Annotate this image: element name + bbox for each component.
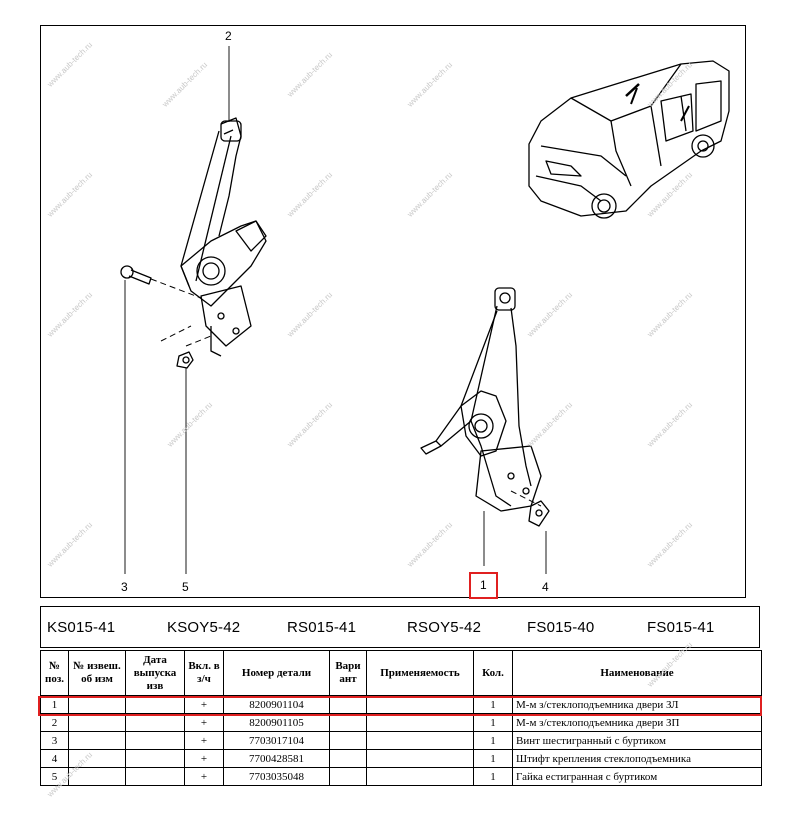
cell-name: Штифт крепления стеклоподъемника xyxy=(512,749,762,768)
cell-pos: 2 xyxy=(40,713,69,732)
cell-variant xyxy=(329,749,367,768)
callout-5[interactable]: 5 xyxy=(182,580,189,594)
table-row[interactable]: 2 + 8200901105 1 М-м з/стеклоподъемника … xyxy=(40,713,762,732)
callout-1[interactable]: 1 xyxy=(480,578,487,592)
cell-incl: + xyxy=(184,713,224,732)
cell-part-no: 7703035048 xyxy=(223,767,330,786)
cell-date xyxy=(125,749,185,768)
cell-part-no: 7700428581 xyxy=(223,749,330,768)
parts-table: № поз. № извеш. об изм Дата выпуска изв … xyxy=(40,650,762,786)
model-codes-bar: KS015-41 KSOY5-42 RS015-41 RSOY5-42 FS01… xyxy=(40,606,760,648)
header-name: Наименование xyxy=(512,650,762,696)
cell-variant xyxy=(329,731,367,750)
header-incl: Вкл. в з/ч xyxy=(184,650,224,696)
exploded-view-drawing xyxy=(120,46,730,574)
window-regulator-left xyxy=(180,117,267,357)
cell-part-no: 7703017104 xyxy=(223,731,330,750)
header-qty: Кол. xyxy=(473,650,513,696)
cell-pos: 4 xyxy=(40,749,69,768)
cell-date xyxy=(125,713,185,732)
header-applicability: Применяемость xyxy=(366,650,474,696)
cell-date xyxy=(125,767,185,786)
callout-1-highlight xyxy=(469,572,498,599)
cell-date xyxy=(125,731,185,750)
callout-2[interactable]: 2 xyxy=(225,29,232,43)
callout-4[interactable]: 4 xyxy=(542,580,549,594)
cell-notice xyxy=(68,713,126,732)
cell-pos: 3 xyxy=(40,731,69,750)
cell-name: Гайка естигранная с буртиком xyxy=(512,767,762,786)
nut-part xyxy=(160,325,212,369)
car-illustration xyxy=(528,60,730,219)
parts-diagram: 2 3 5 1 4 xyxy=(40,25,746,598)
row-1-highlight xyxy=(38,696,762,716)
header-variant: Вари ант xyxy=(329,650,367,696)
cell-notice xyxy=(68,731,126,750)
screw-part xyxy=(120,265,202,299)
cell-applicability xyxy=(366,713,474,732)
cell-applicability xyxy=(366,749,474,768)
table-row[interactable]: 1 + 8200901104 1 М-м з/стеклоподъемника … xyxy=(40,695,762,714)
model-code: RS015-41 xyxy=(287,619,357,636)
cell-name: Винт шестигранный с буртиком xyxy=(512,731,762,750)
cell-incl: + xyxy=(184,767,224,786)
cell-qty: 1 xyxy=(473,767,513,786)
model-code: FS015-40 xyxy=(527,619,595,636)
callout-3[interactable]: 3 xyxy=(121,580,128,594)
cell-part-no: 8200901105 xyxy=(223,713,330,732)
cell-name: М-м з/стеклоподъемника двери ЗП xyxy=(512,713,762,732)
table-row[interactable]: 5 + 7703035048 1 Гайка естигранная с бур… xyxy=(40,767,762,786)
cell-qty: 1 xyxy=(473,713,513,732)
model-code: RSOY5-42 xyxy=(407,619,482,636)
cell-incl: + xyxy=(184,749,224,768)
window-regulator-right xyxy=(420,287,542,512)
pin-part xyxy=(510,490,550,527)
cell-applicability xyxy=(366,731,474,750)
cell-variant xyxy=(329,767,367,786)
cell-incl: + xyxy=(184,731,224,750)
cell-qty: 1 xyxy=(473,749,513,768)
cell-qty: 1 xyxy=(473,731,513,750)
cell-variant xyxy=(329,713,367,732)
table-row[interactable]: 4 + 7700428581 1 Штифт крепления стеклоп… xyxy=(40,749,762,768)
model-code: KSOY5-42 xyxy=(167,619,241,636)
cell-applicability xyxy=(366,767,474,786)
table-row[interactable]: 3 + 7703017104 1 Винт шестигранный с бур… xyxy=(40,731,762,750)
header-pos: № поз. xyxy=(40,650,69,696)
header-part-no: Номер детали xyxy=(223,650,330,696)
model-code: KS015-41 xyxy=(47,619,116,636)
model-code: FS015-41 xyxy=(647,619,715,636)
header-notice: № извеш. об изм xyxy=(68,650,126,696)
header-date: Дата выпуска изв xyxy=(125,650,185,696)
